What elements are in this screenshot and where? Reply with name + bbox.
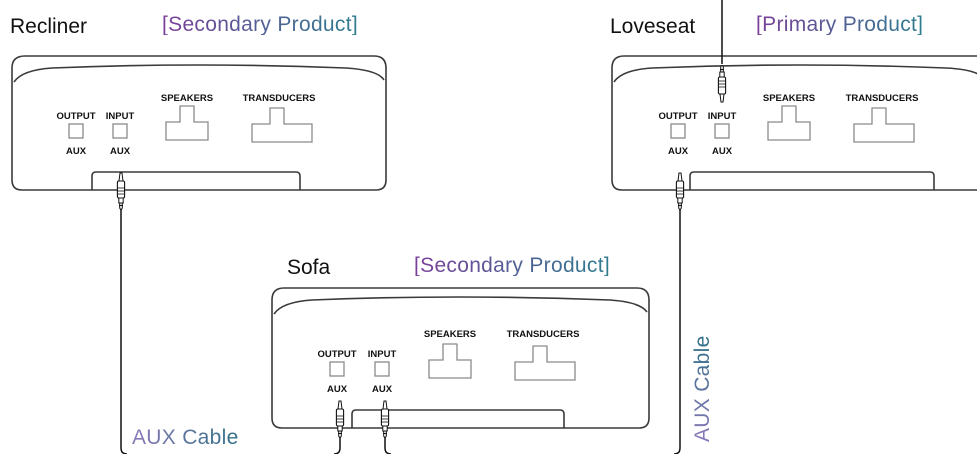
sofa-input-label: INPUT: [368, 349, 397, 360]
loveseat-aux-output-label: AUX: [668, 146, 689, 157]
recliner-input-label: INPUT: [106, 111, 135, 122]
recliner-output-port: [68, 123, 84, 139]
sofa-input-plug-icon: [381, 401, 388, 438]
sofa-aux-output-label: AUX: [327, 384, 348, 395]
sofa-unit: [271, 287, 650, 429]
recliner-transducers-label: TRANSDUCERS: [243, 93, 316, 104]
recliner-role-tag: [Secondary Product]: [162, 13, 358, 36]
recliner-aux-plug-icon: [117, 173, 124, 210]
loveseat-aux-input-label: AUX: [712, 146, 733, 157]
sofa-output-plug-icon: [336, 401, 343, 438]
sofa-aux-input-label: AUX: [372, 384, 393, 395]
cable-recliner-to-sofa: [120, 202, 341, 454]
loveseat-unit: [611, 55, 977, 191]
sofa-bottom-panel: [351, 409, 565, 428]
loveseat-transducers-label: TRANSDUCERS: [846, 93, 919, 104]
sofa-transducers-port: [514, 345, 576, 381]
sofa-top-contour: [273, 296, 648, 315]
sofa-speakers-label: SPEAKERS: [424, 329, 476, 340]
loveseat-role-tag: [Primary Product]: [756, 13, 924, 36]
recliner-body: [11, 55, 387, 191]
loveseat-bottom-panel: [689, 171, 935, 190]
recliner-aux-output-label: AUX: [66, 146, 87, 157]
loveseat-body: [611, 55, 977, 191]
recliner-input-port: [112, 123, 128, 139]
sofa-body: [271, 287, 650, 429]
aux-cable-label-bottom: AUX Cable: [132, 426, 239, 449]
loveseat-aux-plug-icon: [676, 173, 683, 210]
loveseat-top-contour: [613, 64, 977, 83]
loveseat-output-port: [670, 123, 686, 139]
aux-cable-label-vertical: AUX Cable: [691, 335, 714, 442]
sofa-speakers-port: [428, 343, 472, 379]
recliner-aux-input-label: AUX: [110, 146, 131, 157]
sofa-role-tag: [Secondary Product]: [414, 254, 610, 277]
loveseat-input-plug-icon: [717, 64, 727, 103]
sofa-title: Sofa: [287, 256, 331, 279]
recliner-output-label: OUTPUT: [56, 111, 95, 122]
loveseat-input-label: INPUT: [708, 111, 737, 122]
loveseat-input-port: [714, 123, 730, 139]
sofa-transducers-label: TRANSDUCERS: [507, 329, 580, 340]
sofa-output-label: OUTPUT: [317, 349, 356, 360]
loveseat-speakers-label: SPEAKERS: [763, 93, 815, 104]
recliner-bottom-panel: [91, 171, 301, 190]
sofa-input-port: [374, 361, 390, 377]
recliner-speakers-port: [165, 105, 209, 141]
cable-loveseat-to-sofa: [384, 202, 681, 454]
recliner-top-contour: [13, 64, 385, 83]
recliner-speakers-label: SPEAKERS: [161, 93, 213, 104]
loveseat-speakers-port: [767, 105, 811, 141]
recliner-title: Recliner: [10, 15, 88, 38]
loveseat-title: Loveseat: [610, 15, 696, 38]
recliner-transducers-port: [251, 107, 313, 143]
recliner-unit: [11, 55, 387, 191]
sofa-output-port: [329, 361, 345, 377]
loveseat-transducers-port: [853, 107, 915, 143]
loveseat-output-label: OUTPUT: [658, 111, 697, 122]
